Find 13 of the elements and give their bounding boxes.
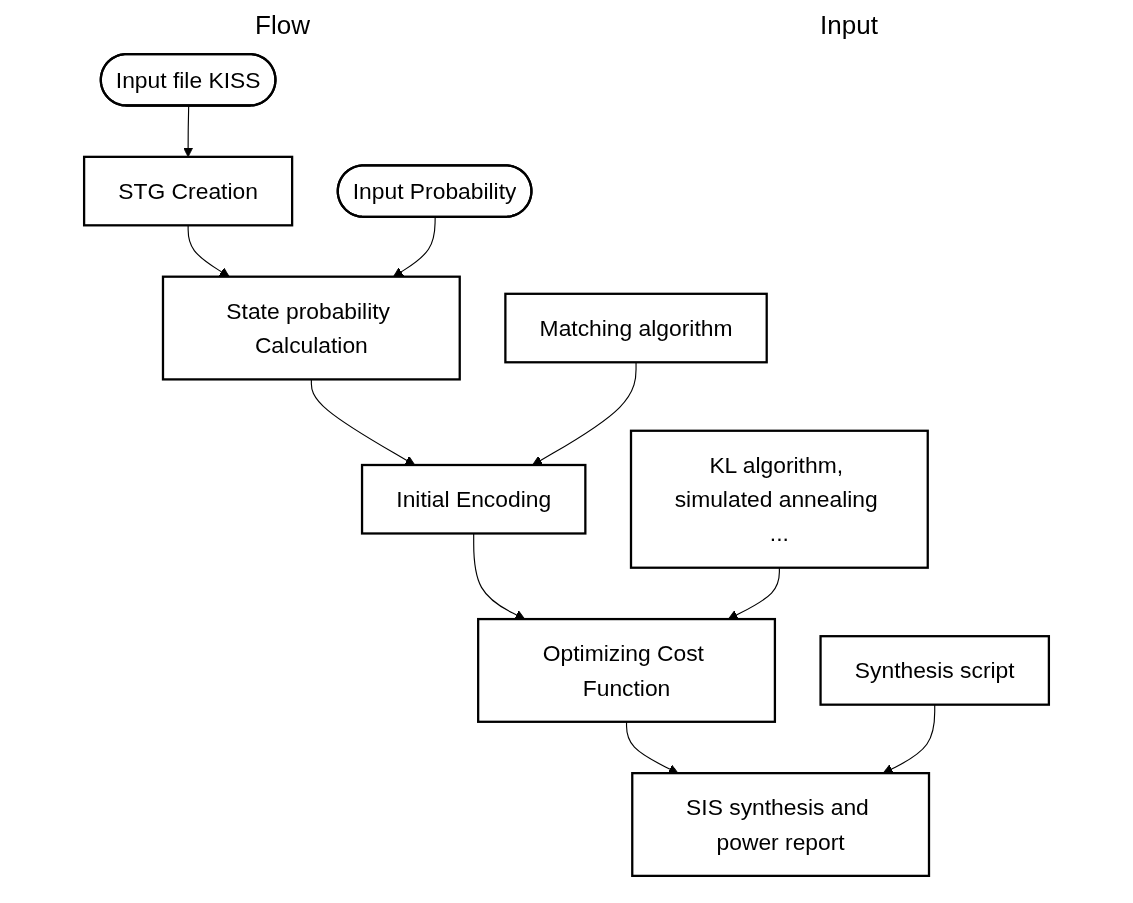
- node-box: SIS synthesis and power report: [631, 772, 931, 877]
- arrow: [882, 704, 936, 774]
- node-box: Synthesis script: [819, 635, 1051, 706]
- node-box: KL algorithm, simulated annealing ...: [629, 429, 929, 569]
- arrow: [727, 567, 780, 620]
- column-heading: Input: [820, 10, 878, 41]
- column-heading: Flow: [255, 10, 310, 41]
- arrow: [625, 721, 679, 774]
- node-box: Matching algorithm: [504, 292, 768, 364]
- node-box: State probability Calculation: [161, 275, 461, 381]
- node-box: STG Creation: [82, 155, 294, 227]
- node-box: Initial Encoding: [360, 463, 587, 535]
- node-box: Optimizing Cost Function: [477, 617, 777, 723]
